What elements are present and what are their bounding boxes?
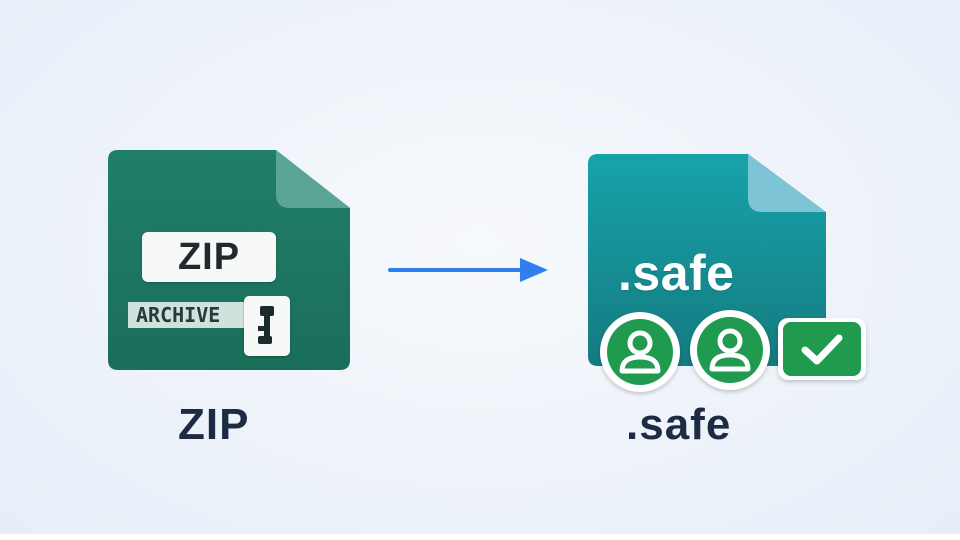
check-badge: [778, 318, 866, 380]
zip-caption: ZIP: [178, 400, 250, 449]
safe-caption: .safe: [626, 400, 732, 449]
arrow-right-icon: [388, 255, 550, 285]
user-badge: [600, 312, 680, 392]
zipper-tag-icon: [244, 296, 290, 356]
archive-text: ARCHIVE: [128, 302, 258, 328]
zip-label: ZIP: [142, 232, 276, 282]
bottom-border: [0, 534, 960, 540]
checkmark-icon: [801, 334, 843, 365]
zip-file-icon: ZIP ARCHIVE: [108, 150, 350, 370]
user-icon: [709, 328, 751, 372]
safe-label: .safe: [618, 245, 735, 301]
user-icon: [619, 330, 661, 374]
user-badge: [690, 310, 770, 390]
